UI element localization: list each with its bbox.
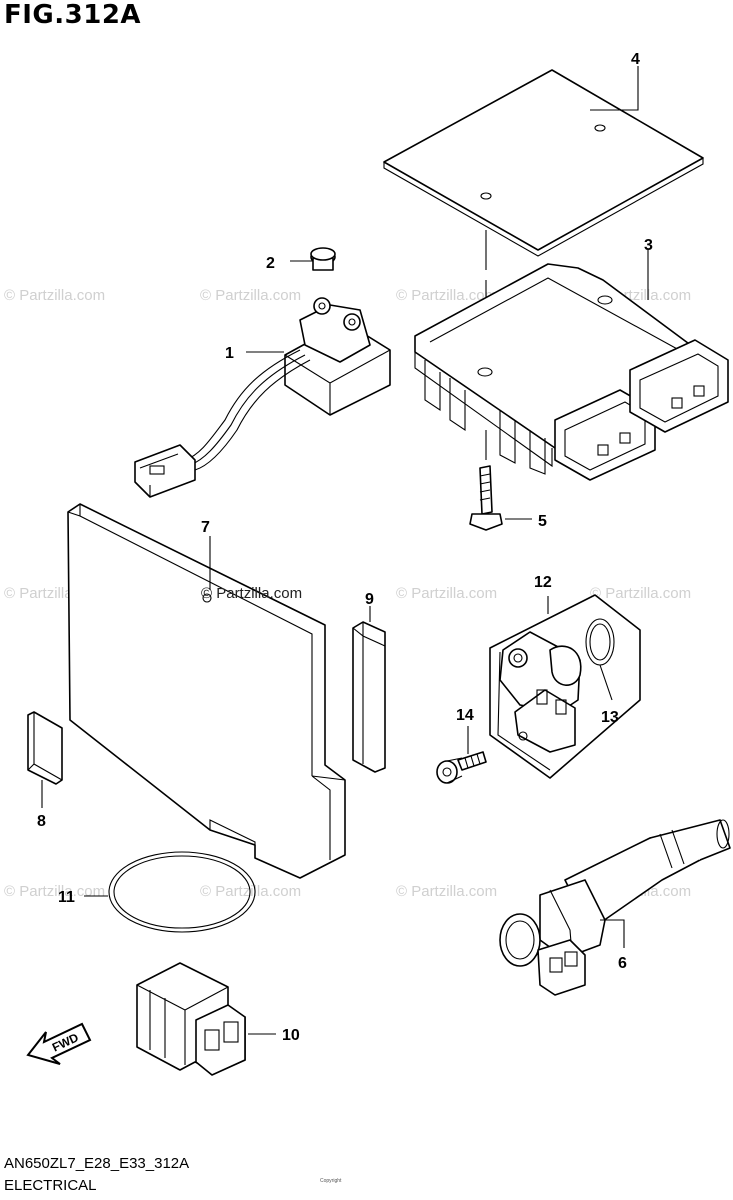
callout-3: 3 [644, 237, 653, 254]
leader-lines [84, 66, 649, 1035]
watermark: © Partzilla.com [396, 585, 497, 602]
ignition-coil-icon [499, 819, 731, 996]
callout-5: 5 [538, 513, 547, 530]
callout-1: 1 [225, 345, 234, 362]
callout-11: 11 [58, 889, 75, 906]
watermark: © Partzilla.com [4, 287, 105, 304]
watermark: © Partzilla.com [200, 287, 301, 304]
callout-9: 9 [365, 591, 374, 608]
watermark: © Partzilla.com [396, 287, 497, 304]
connector-block-icon [136, 962, 246, 1076]
bolt-icon [310, 247, 336, 271]
watermark: © Partzilla.com [396, 883, 497, 900]
callout-7: 7 [201, 519, 210, 536]
callout-6: 6 [618, 955, 627, 972]
callout-4: 4 [631, 51, 640, 68]
cap-screw-icon [436, 751, 487, 784]
sensor-icon [489, 594, 641, 779]
pad-icon [27, 711, 63, 785]
model-code: AN650ZL7_E28_E33_312A [4, 1155, 190, 1172]
watermark: © Partzilla.com [4, 883, 105, 900]
watermark: © Partzilla.com [590, 585, 691, 602]
watermark-overlay: © Partzilla.com [201, 585, 302, 602]
flange-bolt-icon [469, 465, 503, 531]
callout-14: 14 [456, 707, 474, 724]
regulator-rectifier-icon [414, 263, 729, 481]
callout-10: 10 [282, 1027, 300, 1044]
cover-plate-icon [383, 69, 704, 257]
ecm-unit-icon [67, 503, 346, 879]
figure-title: FIG.312A [4, 0, 142, 30]
fine-print: Copyright [320, 1178, 342, 1184]
fwd-arrow-icon: FWD [26, 1022, 92, 1065]
starter-relay-icon [134, 297, 391, 498]
cushion-strip-icon [352, 621, 386, 773]
section-label: ELECTRICAL [4, 1177, 97, 1194]
band-icon [108, 851, 256, 933]
callout-13: 13 [601, 709, 619, 726]
callouts: 4 3 2 1 5 7 9 12 13 14 8 11 6 10 [37, 51, 653, 1044]
callout-8: 8 [37, 813, 46, 830]
callout-12: 12 [534, 574, 552, 591]
callout-2: 2 [266, 255, 275, 272]
